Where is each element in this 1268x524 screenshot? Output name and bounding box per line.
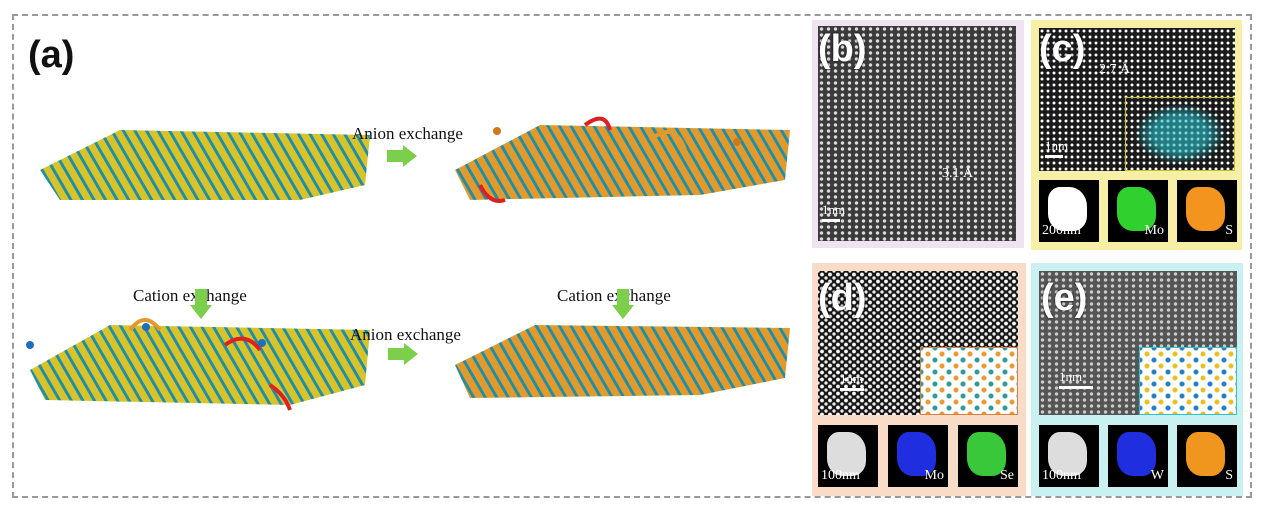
step-anion-exchange-top: Anion exchange — [352, 124, 463, 143]
eds-map-haadf: 100nm — [818, 425, 878, 487]
scale-label: 100nm — [1042, 468, 1081, 483]
scale-label: 1nm — [840, 371, 864, 386]
dashed-frame — [12, 14, 1252, 498]
stem-image-c — [1039, 28, 1235, 171]
scale-label: 100nm — [821, 468, 860, 483]
arrow-right-icon — [388, 343, 418, 365]
eds-map-mo: Mo — [888, 425, 948, 487]
eds-map-mo: Mo — [1108, 180, 1168, 242]
stem-image-b — [818, 26, 1016, 241]
scale-label: 200nm — [1042, 223, 1081, 238]
eds-map-se: Se — [958, 425, 1018, 487]
step-cation-exchange-right: Cation exchange — [557, 286, 671, 305]
panel-e-label: (e) — [1041, 277, 1088, 319]
scale-bar-e: 1nm — [1059, 369, 1093, 389]
structure-model-inset — [1139, 347, 1237, 415]
element-label: Mo — [1144, 223, 1164, 238]
scale-bar-b: 1nm — [822, 202, 845, 222]
step-cation-exchange-left: Cation exchange — [133, 286, 247, 305]
element-label: Mo — [924, 468, 944, 483]
panel-d-label: (d) — [818, 277, 867, 319]
eds-map-haadf: 200nm — [1039, 180, 1099, 242]
scale-label: 1nm — [1045, 138, 1069, 153]
arrow-down-icon — [612, 289, 634, 319]
element-label: S — [1225, 223, 1233, 238]
panel-b-label: (b) — [818, 28, 867, 70]
panel-a-schematic — [26, 116, 790, 411]
scale-bar-c: 1nm — [1045, 138, 1068, 158]
scale-label: 1nm — [822, 202, 846, 217]
sheet-final — [455, 325, 790, 398]
eds-map-w: W — [1108, 425, 1168, 487]
scale-label: 1nm — [1059, 369, 1083, 384]
structure-overlay-inset — [1125, 97, 1235, 171]
panel-b: (b) 3.1 Å 1nm — [812, 20, 1024, 248]
scale-bar-d: 1nm — [840, 371, 864, 391]
panel-c-label: (c) — [1039, 28, 1086, 70]
structure-model-inset — [920, 347, 1018, 415]
eds-map-s: S — [1177, 180, 1237, 242]
panel-c: (c) 2.7 Å 1nm 200nm Mo S — [1031, 20, 1242, 250]
stem-image-e — [1039, 271, 1237, 415]
lattice-spacing-c: 2.7 Å — [1099, 62, 1131, 77]
element-label: Se — [1000, 468, 1014, 483]
step-anion-exchange-bottom: Anion exchange — [350, 325, 461, 344]
element-label: S — [1225, 468, 1233, 483]
eds-map-s: S — [1177, 425, 1237, 487]
lattice-spacing-b: 3.1 Å — [942, 166, 974, 181]
sheet-partial-anion — [455, 125, 790, 200]
panel-d: (d) 1nm 100nm Mo Se — [812, 263, 1026, 496]
panel-e: (e) 1nm 100nm W S — [1031, 263, 1243, 496]
sheet-mos2 — [40, 130, 370, 200]
stem-image-d — [818, 271, 1018, 415]
arrow-down-icon — [190, 289, 212, 319]
arrow-right-icon — [387, 145, 417, 167]
element-label: W — [1150, 468, 1164, 483]
sheet-partial-cation — [30, 325, 370, 405]
panel-a-label: (a) — [28, 34, 75, 76]
eds-map-haadf: 100nm — [1039, 425, 1099, 487]
